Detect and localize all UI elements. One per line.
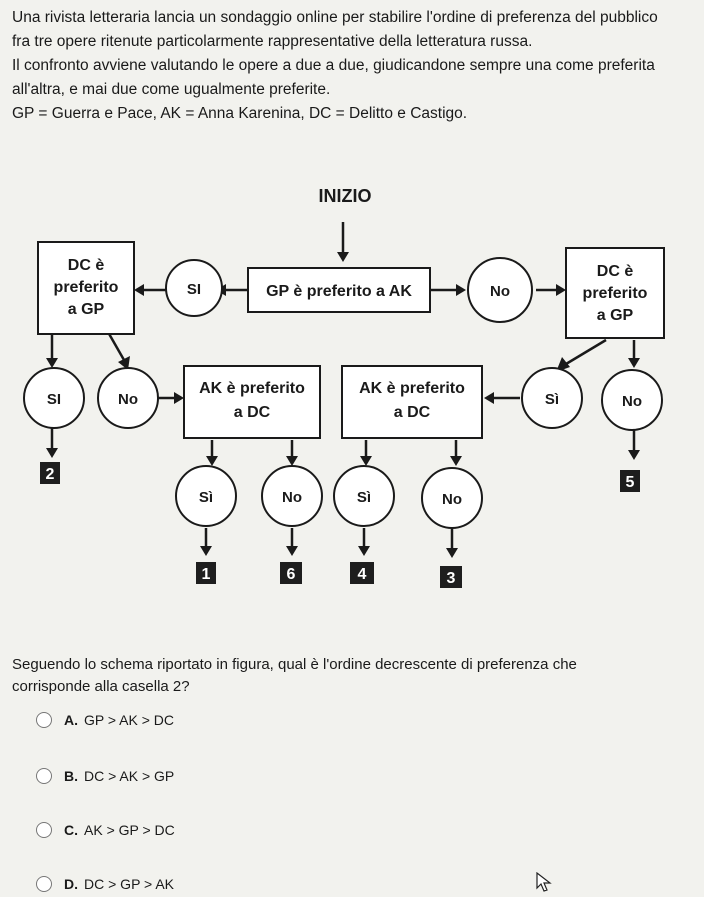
option-text: DC > GP > AK xyxy=(84,876,175,892)
svg-text:4: 4 xyxy=(358,566,367,583)
svg-text:No: No xyxy=(118,391,138,408)
yes-node-mid-left: Sì xyxy=(175,465,237,527)
option-c[interactable]: C. AK > GP > DC xyxy=(36,822,175,838)
option-text: DC > AK > GP xyxy=(84,768,175,784)
no-node-left: No xyxy=(97,367,159,429)
right-decision-box: DC è preferito a GP xyxy=(565,247,665,339)
option-b[interactable]: B. DC > AK > GP xyxy=(36,768,174,784)
no-node-right: No xyxy=(601,369,663,431)
right-decision-line-3: a GP xyxy=(597,307,634,324)
right-decision-line-1: DC è xyxy=(597,263,634,280)
radio-button[interactable] xyxy=(36,768,52,784)
mid-left-decision-box: AK è preferito a DC xyxy=(183,365,321,439)
option-d[interactable]: D. DC > GP > AK xyxy=(36,876,174,892)
no-node-mid-right: No xyxy=(421,467,483,529)
intro-line-3: Il confronto avviene valutando le opere … xyxy=(12,57,655,74)
outcome-box-1: 1 xyxy=(196,562,216,584)
svg-text:Sì: Sì xyxy=(199,489,213,506)
mid-right-line-2: a DC xyxy=(394,404,431,421)
outcome-box-2: 2 xyxy=(40,462,60,484)
no-node-mid-left: No xyxy=(261,465,323,527)
left-decision-box: DC è preferito a GP xyxy=(37,241,135,335)
outcome-box-4: 4 xyxy=(350,562,374,584)
option-text: AK > GP > DC xyxy=(84,822,175,838)
connectors xyxy=(46,222,640,558)
no-node-root: No xyxy=(467,257,533,323)
left-decision-line-2: preferito xyxy=(54,279,119,296)
radio-button[interactable] xyxy=(36,712,52,728)
svg-text:No: No xyxy=(282,489,302,506)
question-line-1: Seguendo lo schema riportato in figura, … xyxy=(12,656,577,673)
intro-line-1: Una rivista letteraria lancia un sondagg… xyxy=(12,9,658,26)
option-text: GP > AK > DC xyxy=(84,712,175,728)
svg-text:No: No xyxy=(622,393,642,410)
intro-line-5: GP = Guerra e Pace, AK = Anna Karenina, … xyxy=(12,105,468,122)
yes-node-right: Sì xyxy=(521,367,583,429)
outcome-box-5: 5 xyxy=(620,470,640,492)
question-line-2: corrisponde alla casella 2? xyxy=(12,678,190,695)
root-decision-box: GP è preferito a AK xyxy=(247,267,431,313)
svg-text:2: 2 xyxy=(46,466,55,483)
svg-text:SI: SI xyxy=(187,281,201,298)
option-a[interactable]: A. GP > AK > DC xyxy=(36,712,174,728)
svg-text:No: No xyxy=(490,283,510,300)
svg-text:No: No xyxy=(442,491,462,508)
svg-text:1: 1 xyxy=(202,566,211,583)
intro-line-4: all'altra, e mai due come ugualmente pre… xyxy=(12,81,331,98)
intro-line-2: fra tre opere ritenute particolarmente r… xyxy=(12,33,533,50)
yes-node-left: SI xyxy=(23,367,85,429)
right-decision-line-2: preferito xyxy=(583,285,648,302)
radio-button[interactable] xyxy=(36,876,52,892)
svg-text:SI: SI xyxy=(47,391,61,408)
mid-right-decision-box: AK è preferito a DC xyxy=(341,365,483,439)
root-decision-label: GP è preferito a AK xyxy=(266,283,412,300)
svg-text:6: 6 xyxy=(287,566,296,583)
flowchart: INIZIO xyxy=(23,186,665,588)
mouse-cursor-icon xyxy=(536,872,552,892)
outcome-box-6: 6 xyxy=(280,562,302,584)
question-text: Seguendo lo schema riportato in figura, … xyxy=(12,654,696,698)
yes-node-mid-right: Sì xyxy=(333,465,395,527)
svg-text:Sì: Sì xyxy=(357,489,371,506)
svg-text:3: 3 xyxy=(447,570,456,587)
outcome-box-3: 3 xyxy=(440,566,462,588)
svg-text:Sì: Sì xyxy=(545,391,559,408)
mid-right-line-1: AK è preferito xyxy=(359,380,465,397)
radio-button[interactable] xyxy=(36,822,52,838)
svg-text:5: 5 xyxy=(626,474,635,491)
problem-statement: Una rivista letteraria lancia un sondagg… xyxy=(12,6,696,126)
left-decision-line-1: DC è xyxy=(68,257,105,274)
mid-left-line-1: AK è preferito xyxy=(199,380,305,397)
yes-node-root: SI xyxy=(165,259,223,317)
start-label: INIZIO xyxy=(319,186,372,206)
left-decision-line-3: a GP xyxy=(68,301,105,318)
mid-left-line-2: a DC xyxy=(234,404,271,421)
